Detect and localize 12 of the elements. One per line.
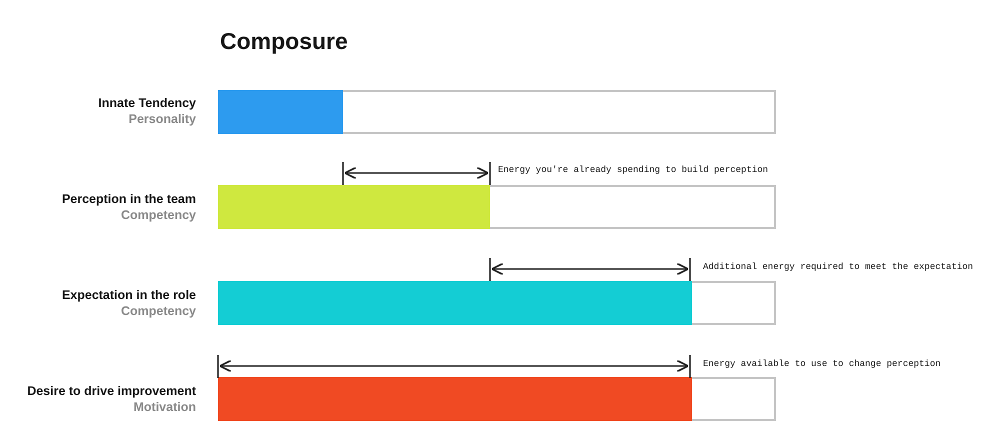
row-sublabel: Competency bbox=[120, 304, 196, 318]
row-label: Expectation in the role bbox=[62, 288, 196, 302]
row-sublabel: Motivation bbox=[134, 400, 196, 414]
annotation-text: Energy you're already spending to build perception bbox=[498, 165, 768, 175]
annotation-text: Energy available to use to change perception bbox=[703, 359, 941, 369]
row-label: Innate Tendency bbox=[98, 96, 196, 110]
row-sublabel: Personality bbox=[128, 112, 196, 126]
annotation-text: Additional energy required to meet the expectation bbox=[703, 262, 974, 272]
diagram-title: Composure bbox=[220, 28, 348, 55]
row-sublabel: Competency bbox=[120, 208, 196, 222]
row-label: Desire to drive improvement bbox=[27, 384, 196, 398]
row-label: Perception in the team bbox=[62, 192, 196, 206]
